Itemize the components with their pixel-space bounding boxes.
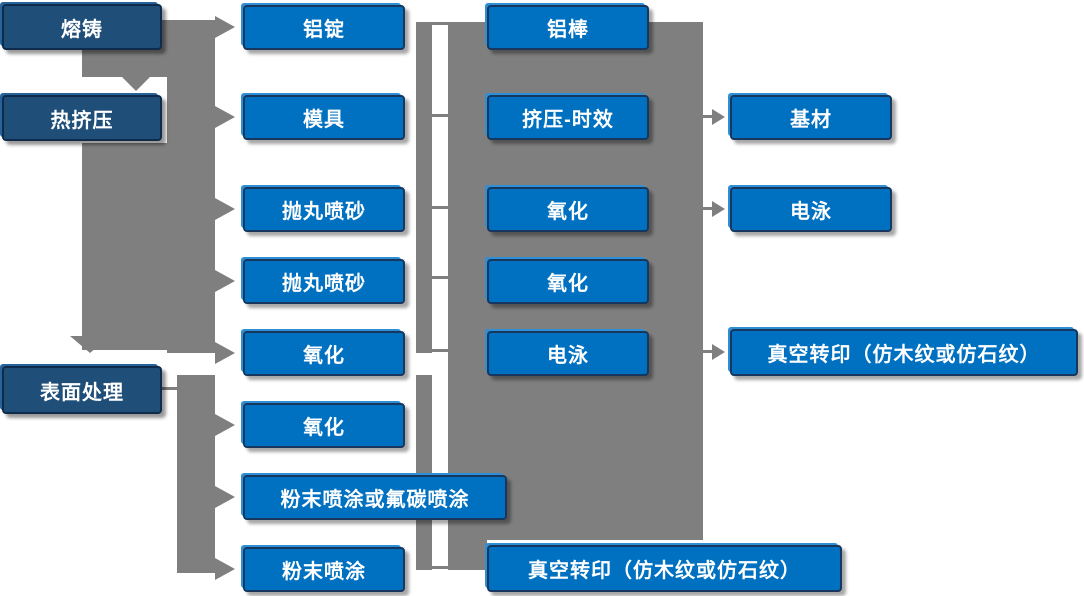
connector-mid-bar-upper xyxy=(416,22,432,353)
connector-left-trunk-mid xyxy=(82,143,215,350)
arrow-to-base-material xyxy=(712,109,725,125)
node-label: 基材 xyxy=(790,109,832,131)
arrow-down-to-surface-treatment xyxy=(70,336,110,353)
node-vacuum-transfer-bottom: 真空转印（仿木纹或仿石纹） xyxy=(487,545,842,592)
node-label: 抛丸喷砂 xyxy=(282,201,366,223)
node-label: 氧化 xyxy=(303,417,345,439)
node-label: 氧化 xyxy=(547,273,589,295)
arrow-to-shot-blasting-1 xyxy=(215,198,235,220)
node-label: 氧化 xyxy=(547,201,589,223)
tie-line-row8 xyxy=(432,566,448,569)
node-label: 粉末喷涂或氟碳喷涂 xyxy=(280,489,470,511)
arrow-to-aluminum-ingot xyxy=(215,16,235,38)
connector-mid-bar-lower xyxy=(416,375,432,570)
arrow-to-vacuum-transfer xyxy=(712,344,725,360)
arrow-down-to-hot-extrusion xyxy=(122,77,150,91)
node-label: 真空转印（仿木纹或仿石纹） xyxy=(528,560,801,582)
stem-to-vacuum-transfer xyxy=(703,350,713,353)
arrow-to-powder-or-fluorocarbon xyxy=(215,486,235,508)
node-oxidation-c3-1: 氧化 xyxy=(487,187,649,232)
node-hot-extrusion: 热挤压 xyxy=(2,95,162,141)
node-label: 表面处理 xyxy=(40,381,124,404)
node-aluminum-ingot: 铝锭 xyxy=(243,5,405,50)
node-oxidation-c2-2: 氧化 xyxy=(243,403,405,448)
node-surface-treatment: 表面处理 xyxy=(2,366,162,414)
arrow-to-powder-coating xyxy=(215,558,235,580)
node-extrusion-aging: 挤压-时效 xyxy=(487,95,649,140)
node-base-material: 基材 xyxy=(730,95,892,140)
node-electrophoresis-c4: 电泳 xyxy=(730,187,892,232)
tie-line-row2 xyxy=(432,114,448,117)
node-powder-coating: 粉末喷涂 xyxy=(243,547,405,592)
tie-line-row1 xyxy=(432,22,448,25)
node-aluminum-rod: 铝棒 xyxy=(487,5,649,50)
node-melting: 熔铸 xyxy=(2,4,162,50)
tie-line-row4 xyxy=(432,276,448,279)
node-label: 挤压-时效 xyxy=(522,109,614,131)
node-electrophoresis-c3: 电泳 xyxy=(487,331,649,376)
node-label: 电泳 xyxy=(790,201,832,223)
node-powder-or-fluorocarbon: 粉末喷涂或氟碳喷涂 xyxy=(243,475,507,520)
node-oxidation-c2-1: 氧化 xyxy=(243,331,405,376)
tie-line-row3 xyxy=(432,206,448,209)
node-shot-blasting-2: 抛丸喷砂 xyxy=(243,259,405,304)
arrow-to-oxidation-1 xyxy=(215,342,235,364)
node-label: 熔铸 xyxy=(61,18,103,41)
node-label: 电泳 xyxy=(547,345,589,367)
node-label: 抛丸喷砂 xyxy=(282,273,366,295)
arrow-to-electrophoresis xyxy=(712,201,725,217)
node-label: 铝锭 xyxy=(303,19,345,41)
node-label: 氧化 xyxy=(303,345,345,367)
stem-to-electrophoresis xyxy=(703,207,713,210)
node-label: 真空转印（仿木纹或仿石纹） xyxy=(767,344,1041,366)
node-label: 铝棒 xyxy=(547,19,589,41)
arrow-to-shot-blasting-2 xyxy=(215,270,235,292)
node-label: 热挤压 xyxy=(50,109,114,132)
stem-to-base-material xyxy=(703,115,713,118)
arrow-to-mold xyxy=(215,106,235,128)
tie-line-row5 xyxy=(432,349,448,352)
arrow-to-oxidation-2 xyxy=(215,414,235,436)
node-shot-blasting-1: 抛丸喷砂 xyxy=(243,187,405,232)
node-label: 粉末喷涂 xyxy=(282,561,366,583)
node-mold: 模具 xyxy=(243,95,405,140)
connector-block-foot xyxy=(448,540,487,570)
node-vacuum-transfer-right: 真空转印（仿木纹或仿石纹） xyxy=(730,329,1078,376)
node-label: 模具 xyxy=(303,109,345,131)
tie-line-surface-treatment xyxy=(162,387,177,390)
node-oxidation-c3-2: 氧化 xyxy=(487,259,649,304)
connector-left-trunk-lower xyxy=(177,375,215,573)
